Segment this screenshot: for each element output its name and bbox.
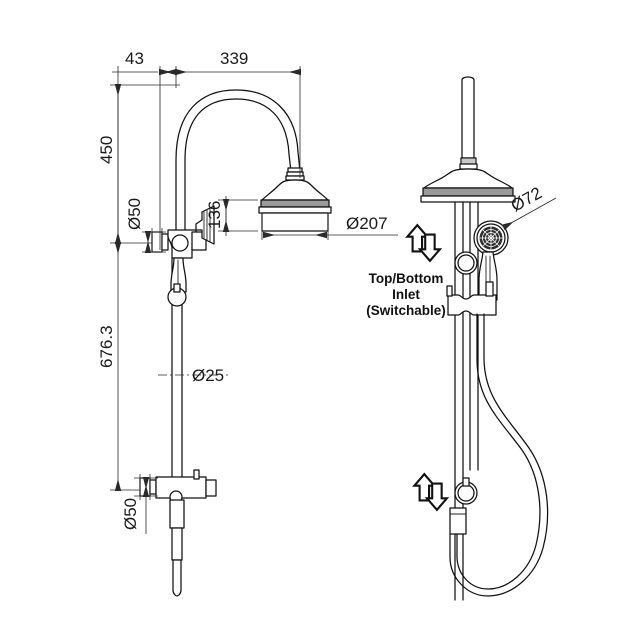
dimension-676: 676.3 xyxy=(97,242,140,491)
dimension-136-label: 136 xyxy=(205,201,224,229)
dimension-676-label: 676.3 xyxy=(97,325,116,368)
rail-slider-ring-lower xyxy=(454,477,478,505)
dimension-dia207-label: Ø207 xyxy=(346,214,388,233)
hand-shower-head-front xyxy=(473,220,509,256)
inlet-note-line-2: Inlet xyxy=(392,287,420,302)
gooseneck-arm xyxy=(175,89,305,251)
shower-hose-right xyxy=(449,313,549,597)
lower-mixer-body xyxy=(139,469,217,504)
right-view-front-elevation xyxy=(420,76,549,601)
up-down-arrow-icon-bottom xyxy=(412,472,450,512)
left-view-dimensions: 43 339 450 676.3 136 xyxy=(97,49,398,534)
dimension-450-label: 450 xyxy=(97,136,116,164)
dimension-dia25: Ø25 xyxy=(158,366,228,385)
dimension-dia25-label: Ø25 xyxy=(192,366,224,385)
dimension-dia50-bottom-label: Ø50 xyxy=(121,498,140,530)
inlet-note-line-1: Top/Bottom xyxy=(369,271,444,286)
dimension-339-label: 339 xyxy=(220,49,248,68)
dimension-dia50-top: Ø50 xyxy=(125,198,166,253)
rail-slider-ring xyxy=(167,283,187,307)
hand-shower-holder-ring xyxy=(454,251,478,275)
inlet-note: Top/Bottom Inlet (Switchable) xyxy=(366,271,446,318)
dimension-339: 339 xyxy=(175,49,301,76)
shower-arm-front xyxy=(459,76,478,170)
inlet-note-line-3: (Switchable) xyxy=(366,303,446,318)
left-view-side-elevation xyxy=(139,89,332,597)
dimension-43: 43 xyxy=(112,49,177,76)
hand-shower-head-side xyxy=(195,205,215,245)
dimension-dia207: Ø207 xyxy=(261,213,398,240)
dimension-dia50-top-label: Ø50 xyxy=(125,198,144,230)
shower-hose-left xyxy=(169,499,185,597)
dimension-dia50-bottom: Ø50 xyxy=(121,474,158,534)
right-view-annotations: Ø72 Top/Bottom Inlet (Switchable) xyxy=(366,183,557,512)
up-down-arrow-icon-top xyxy=(405,223,443,263)
overhead-shower-head-front xyxy=(420,168,516,203)
dimension-136: 136 xyxy=(205,196,258,236)
mixer-body-front xyxy=(446,281,497,316)
overhead-shower-head xyxy=(258,179,332,232)
dimension-43-label: 43 xyxy=(125,49,144,68)
